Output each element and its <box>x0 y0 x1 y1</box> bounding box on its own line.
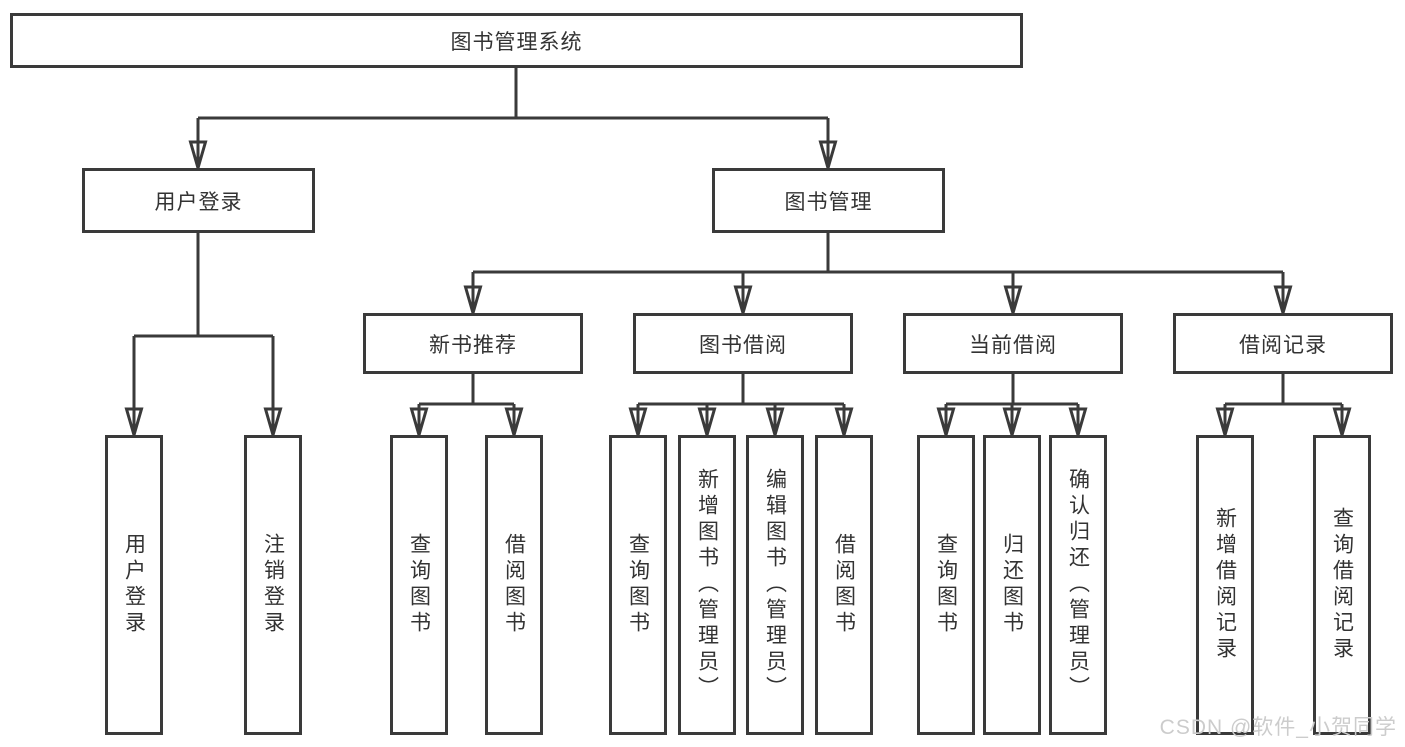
leaf-borrow-books-label: 借阅图书 <box>502 533 526 637</box>
leaf-confirm-return-admin-label: 确认归还（管理员） <box>1066 468 1090 702</box>
leaf-add-borrow-record: 新增借阅记录 <box>1196 435 1254 735</box>
leaf-return-books-label: 归还图书 <box>1000 533 1024 637</box>
leaf-user-login-label: 用户登录 <box>122 533 146 637</box>
connectors-user-login-to-leaves <box>124 233 283 441</box>
node-new-book-recommend: 新书推荐 <box>363 313 583 374</box>
leaf-edit-books-admin-label: 编辑图书（管理员） <box>763 468 787 702</box>
node-book-borrow-label: 图书借阅 <box>699 333 787 357</box>
node-current-borrow-label: 当前借阅 <box>969 333 1057 357</box>
leaf-add-books-admin: 新增图书（管理员） <box>678 435 736 735</box>
node-current-borrow: 当前借阅 <box>903 313 1123 374</box>
leaf-user-login: 用户登录 <box>105 435 163 735</box>
leaf-borrow-books: 借阅图书 <box>485 435 543 735</box>
leaf-query-borrow-record-label: 查询借阅记录 <box>1330 507 1354 663</box>
connectors-root-to-level2 <box>188 68 838 174</box>
node-root: 图书管理系统 <box>10 13 1023 68</box>
csdn-watermark: CSDN @软件_小贺同学 <box>1159 716 1397 739</box>
connectors-book-mgmt-to-level3 <box>463 233 1293 319</box>
node-book-borrow: 图书借阅 <box>633 313 853 374</box>
leaf-borrow-books-label: 借阅图书 <box>832 533 856 637</box>
leaf-query-borrow-record: 查询借阅记录 <box>1313 435 1371 735</box>
leaf-borrow-books: 借阅图书 <box>815 435 873 735</box>
leaf-edit-books-admin: 编辑图书（管理员） <box>746 435 804 735</box>
leaf-return-books: 归还图书 <box>983 435 1041 735</box>
leaf-logout: 注销登录 <box>244 435 302 735</box>
connectors-level3-to-leaves <box>409 374 1352 441</box>
node-borrow-records: 借阅记录 <box>1173 313 1393 374</box>
node-user-login: 用户登录 <box>82 168 315 233</box>
leaf-add-borrow-record-label: 新增借阅记录 <box>1213 507 1237 663</box>
node-book-mgmt-label: 图书管理 <box>784 190 873 214</box>
node-root-label: 图书管理系统 <box>450 30 583 54</box>
leaf-query-books: 查询图书 <box>609 435 667 735</box>
leaf-confirm-return-admin: 确认归还（管理员） <box>1049 435 1107 735</box>
leaf-query-books-label: 查询图书 <box>407 533 431 637</box>
leaf-query-books: 查询图书 <box>390 435 448 735</box>
leaf-query-books-label: 查询图书 <box>934 533 958 637</box>
node-user-login-label: 用户登录 <box>154 190 243 214</box>
leaf-query-books: 查询图书 <box>917 435 975 735</box>
leaf-query-books-label: 查询图书 <box>626 533 650 637</box>
node-borrow-records-label: 借阅记录 <box>1239 333 1327 357</box>
leaf-add-books-admin-label: 新增图书（管理员） <box>695 468 719 702</box>
leaf-logout-label: 注销登录 <box>261 533 285 637</box>
node-book-mgmt: 图书管理 <box>712 168 945 233</box>
node-new-book-recommend-label: 新书推荐 <box>429 333 517 357</box>
